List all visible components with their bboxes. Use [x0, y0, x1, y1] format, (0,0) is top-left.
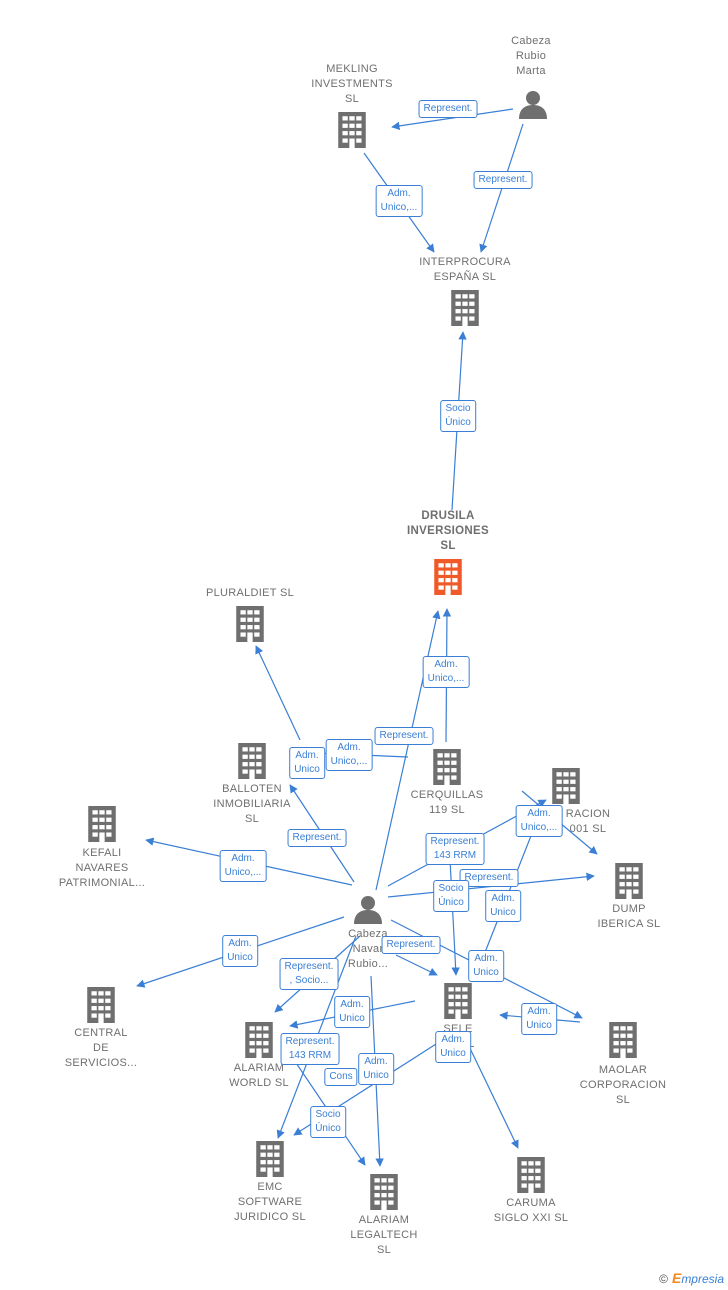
building-icon-emc[interactable]	[256, 1141, 284, 1177]
building-icon-central[interactable]	[87, 987, 115, 1023]
edge-label-alariam_world-to-alariam_legaltech[interactable]: Socio Único	[310, 1106, 346, 1138]
node-label-cerquillas[interactable]: CERQUILLAS 119 SL	[410, 789, 484, 816]
building-icon-alariam_world[interactable]	[245, 1022, 273, 1058]
node-label-maolar[interactable]: MAOLAR CORPORACION SL	[579, 1064, 667, 1106]
node-icons	[87, 91, 643, 1210]
edge-label-cabeza_navarro-to-drusila[interactable]: Represent.	[374, 727, 434, 745]
edge-sele-to-caruma	[465, 1039, 519, 1149]
building-icon-maolar[interactable]	[609, 1022, 637, 1058]
building-icon-alariam_legaltech[interactable]	[370, 1174, 398, 1210]
edge-label-cabeza_navarro-to-sele[interactable]: Represent.	[381, 936, 441, 954]
building-icon-drusila[interactable]	[434, 559, 462, 595]
edge-label-cabeza_navarro-to-emc[interactable]: Represent. 143 RRM	[280, 1033, 340, 1065]
person-icon-cabeza_marta[interactable]	[519, 91, 547, 119]
node-label-dump[interactable]: DUMP IBERICA SL	[597, 903, 661, 930]
edge-cabeza_navarro-to-sele	[395, 954, 438, 976]
node-label-interprocura[interactable]: INTERPROCURA ESPAÑA SL	[419, 256, 511, 283]
edge-label-sele-to-emc[interactable]: Adm. Unico	[435, 1031, 471, 1063]
edge-label-maolar-to-sele[interactable]: Adm. Unico	[521, 1003, 557, 1035]
edge-label-cabeza_navarro-to-balloten[interactable]: Represent.	[287, 829, 347, 847]
node-label-pluraldiet[interactable]: PLURALDIET SL	[205, 587, 295, 599]
node-label-alariam_legaltech[interactable]: ALARIAM LEGALTECH SL	[350, 1214, 418, 1256]
edge-cabeza_marta-to-mekling	[391, 108, 514, 131]
edge-label-cabeza_navarro-to-maolar[interactable]: Adm. Unico	[468, 950, 504, 982]
building-icon-corporacion2001[interactable]	[552, 768, 580, 804]
edge-label-cabeza_navarro-to-alariam_world[interactable]: Represent. , Socio...	[279, 958, 339, 990]
edge-cabeza_navarro-to-pluraldiet	[255, 645, 301, 741]
edge-label-cabeza_navarro-to-sele[interactable]: Socio Único	[433, 880, 469, 912]
edge-label-cabeza_navarro-to-central[interactable]: Adm. Unico	[222, 935, 258, 967]
edge-label-cabeza_navarro-to-dump[interactable]: Represent.	[459, 869, 519, 887]
node-label-corporacion2001[interactable]: RACION 001 SL	[565, 808, 611, 835]
building-icon-sele[interactable]	[444, 983, 472, 1019]
edge-label-cerquillas-to-drusila[interactable]: Adm. Unico,...	[422, 656, 470, 688]
node-label-emc[interactable]: EMC SOFTWARE JURIDICO SL	[234, 1181, 306, 1223]
node-label-central[interactable]: CENTRAL DE SERVICIOS...	[64, 1027, 138, 1069]
brand-initial: E	[671, 1270, 682, 1286]
copyright-symbol: ©	[659, 1272, 668, 1286]
edge-label-cabeza_navarro-to-alariam_legaltech[interactable]: Cons	[324, 1068, 358, 1086]
building-icon-mekling[interactable]	[338, 112, 366, 148]
node-label-caruma[interactable]: CARUMA SIGLO XXI SL	[493, 1197, 569, 1224]
edge-label-cerquillas-to-cabeza_navarro[interactable]: Adm. Unico,...	[325, 739, 373, 771]
building-icon-balloten[interactable]	[238, 743, 266, 779]
node-label-cabeza_marta[interactable]: Cabeza Rubio Marta	[511, 35, 551, 77]
footer-brand: ©Empresia	[659, 1270, 724, 1286]
building-icon-cerquillas[interactable]	[433, 749, 461, 785]
node-label-mekling[interactable]: MEKLING INVESTMENTS SL	[311, 63, 393, 105]
building-icon-kefali[interactable]	[88, 806, 116, 842]
node-label-drusila[interactable]: DRUSILA INVERSIONES SL	[407, 510, 489, 552]
edge-label-cabeza_navarro-to-kefali[interactable]: Adm. Unico,...	[219, 850, 267, 882]
edge-label-mekling-to-interprocura[interactable]: Adm. Unico,...	[375, 185, 423, 217]
node-label-balloten[interactable]: BALLOTEN INMOBILIARIA SL	[213, 783, 291, 825]
edge-label-cabeza_navarro-to-corporacion2001[interactable]: Represent. 143 RRM	[425, 833, 485, 865]
brand-name: mpresia	[681, 1272, 724, 1286]
node-label-cabeza_navarro[interactable]: Cabeza Navar Rubio...	[347, 928, 389, 970]
edge-label-sele-to-caruma[interactable]: Adm. Unico	[358, 1053, 394, 1085]
building-icon-caruma[interactable]	[517, 1157, 545, 1193]
building-icon-dump[interactable]	[615, 863, 643, 899]
building-icon-pluraldiet[interactable]	[236, 606, 264, 642]
node-label-kefali[interactable]: KEFALI NAVARES PATRIMONIAL...	[58, 847, 146, 889]
edge-label-cabeza_marta-to-mekling[interactable]: Represent.	[418, 100, 478, 118]
building-icon-interprocura[interactable]	[451, 290, 479, 326]
edge-label-cabeza_navarro-to-pluraldiet[interactable]: Adm. Unico	[289, 747, 325, 779]
edge-label-drusila-to-interprocura[interactable]: Socio Único	[440, 400, 476, 432]
edge-label-sele-to-alariam_world[interactable]: Adm. Unico	[334, 996, 370, 1028]
edge-label-corporacion2001-to-dump[interactable]: Adm. Unico,...	[515, 805, 563, 837]
node-label-alariam_world[interactable]: ALARIAM WORLD SL	[229, 1062, 289, 1089]
edge-label-cabeza_marta-to-interprocura[interactable]: Represent.	[473, 171, 533, 189]
edge-label-sele-to-corporacion2001[interactable]: Adm. Unico	[485, 890, 521, 922]
person-icon-cabeza_navarro[interactable]	[354, 896, 382, 924]
